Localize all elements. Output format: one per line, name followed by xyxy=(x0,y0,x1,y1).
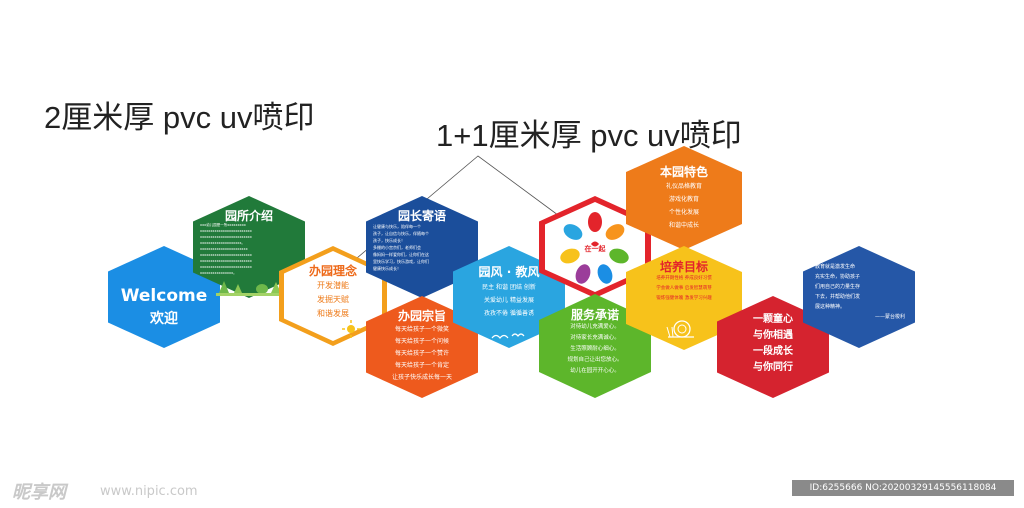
watermark-url: www.nipic.com xyxy=(100,484,198,499)
peiyang-text: 培养开朗性格 养成良好习惯学会做人做事 启发智慧萌芽锻炼强健体魄 激发学习兴趣 xyxy=(656,276,712,301)
yuanzhang-title: 园长寄语 xyxy=(397,209,446,223)
birds-icon xyxy=(491,333,525,339)
tese-text: 礼仪品格教育游戏化教育个性化发展和谐中成长 xyxy=(665,183,702,229)
tongxin-text: 一颗童心与你相遇一段成长与你同行 xyxy=(753,314,793,373)
peiyang-title: 培养目标 xyxy=(659,260,708,274)
heading-1plus1cm: 1+1厘米厚 pvc uv喷印 xyxy=(436,118,742,153)
welcome-subtitle: 欢迎 xyxy=(150,311,178,327)
banyuan-linian-title: 办园理念 xyxy=(308,264,357,278)
tese-title: 本园特色 xyxy=(659,165,708,179)
jiaoyu-text: 教育就是激发生命充实生命，协助孩子们用自己的力量生存 下去，并帮助他们发展这种精… xyxy=(815,264,905,320)
yuanzhang-text: 让健康与快乐，陪伴每一个孩子，让自信与快乐，伴随每个孩子，快乐成长！ 多棚的小宫… xyxy=(373,224,429,271)
watermark-id: ID:6255666 NO:20200329145556118084 xyxy=(792,480,1014,496)
snail-illustration xyxy=(666,320,694,338)
welcome-title: Welcome xyxy=(120,286,208,306)
fuwu-text: 对待幼儿充满爱心。对待家长充满诚心。生活照顾耐心细心。 规划自己让出您放心。幼儿… xyxy=(567,324,623,374)
jiaoyu-hex xyxy=(803,246,915,348)
fuwu-title: 服务承诺 xyxy=(570,308,619,322)
banyuan-linian-hex xyxy=(284,251,382,341)
banyuan-zongzhi-text: 每天给孩子一个微笑每天给孩子一个问候每天给孩子一个赞许 每天给孩子一个肯定让孩子… xyxy=(391,326,452,381)
yuanfeng-title: 园风 · 教风 xyxy=(478,265,540,279)
sun-icon xyxy=(342,320,360,338)
banyuan-zongzhi-title: 办园宗旨 xyxy=(397,309,446,323)
watermark-logo: 昵享网 xyxy=(12,482,66,503)
handprints-illustration xyxy=(560,212,629,284)
center-badge: 在一起 xyxy=(584,245,606,253)
heading-2cm: 2厘米厚 pvc uv喷印 xyxy=(44,100,315,135)
tree-illustration xyxy=(216,281,286,296)
yuanfeng-text: 民主 和谐 团结 创新关爱幼儿 精益发展孜孜不倦 循循善诱 xyxy=(482,284,536,317)
yuansuo-title: 园所介绍 xyxy=(224,209,273,223)
banyuan-linian-text: 开发潜能发掘天赋和谐发展 xyxy=(317,281,349,318)
